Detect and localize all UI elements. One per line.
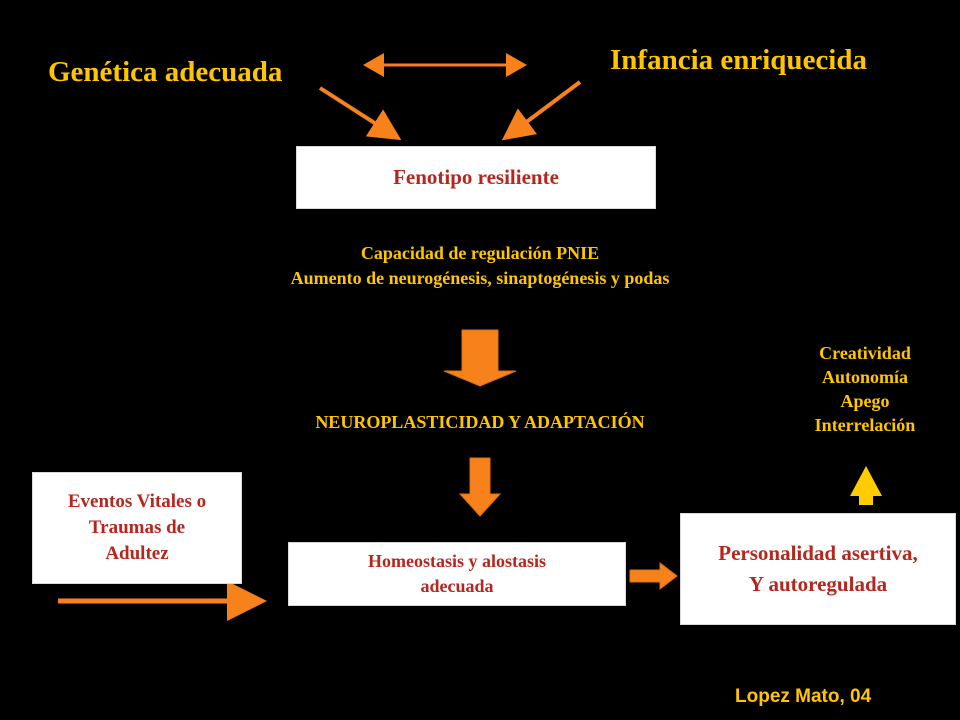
eventos-line-1: Eventos Vitales o [67, 491, 207, 512]
down-block-arrow-large [443, 329, 517, 387]
capacidad-text: Capacidad de regulación PNIE Aumento de … [180, 241, 780, 291]
outcome-item: Creatividad [819, 343, 911, 363]
homeostasis-line-1: Homeostasis y alostasis [367, 551, 546, 571]
down-block-arrow-small [458, 457, 502, 517]
outcome-item: Interrelación [814, 415, 916, 435]
outcome-item: Autonomía [821, 367, 908, 387]
homeostasis-line-2: adecuada [420, 576, 494, 596]
capacidad-line-2: Aumento de neurogénesis, sinaptogénesis … [290, 268, 670, 288]
personalidad-line-1: Personalidad asertiva, [718, 541, 918, 565]
personalidad-box: Personalidad asertiva, Y autoregulada [680, 513, 956, 625]
up-block-arrow [850, 466, 882, 505]
genetica-heading: Genética adecuada [48, 56, 283, 88]
eventos-line-2: Traumas de [88, 517, 186, 538]
right-block-arrow [629, 561, 678, 591]
outcome-item: Apego [840, 391, 890, 411]
credit-label: Lopez Mato, 04 [735, 686, 872, 707]
eventos-box: Eventos Vitales o Traumas de Adultez [32, 472, 242, 584]
personalidad-line-2: Y autoregulada [748, 572, 888, 596]
infancia-heading: Infancia enriquecida [610, 44, 867, 76]
capacidad-line-1: Capacidad de regulación PNIE [360, 243, 600, 263]
homeostasis-box: Homeostasis y alostasis adecuada [288, 542, 626, 606]
fenotipo-box: Fenotipo resiliente [296, 146, 656, 209]
fenotipo-label: Fenotipo resiliente [393, 165, 559, 189]
infancia-to-fenotipo-arrow [501, 80, 582, 141]
neuroplasticidad-label: NEUROPLASTICIDAD Y ADAPTACIÓN [315, 412, 645, 432]
genetica-to-fenotipo-arrow [318, 86, 402, 141]
eventos-line-3: Adultez [105, 543, 169, 564]
outcomes-list: Creatividad Autonomía Apego Interrelació… [770, 341, 960, 437]
